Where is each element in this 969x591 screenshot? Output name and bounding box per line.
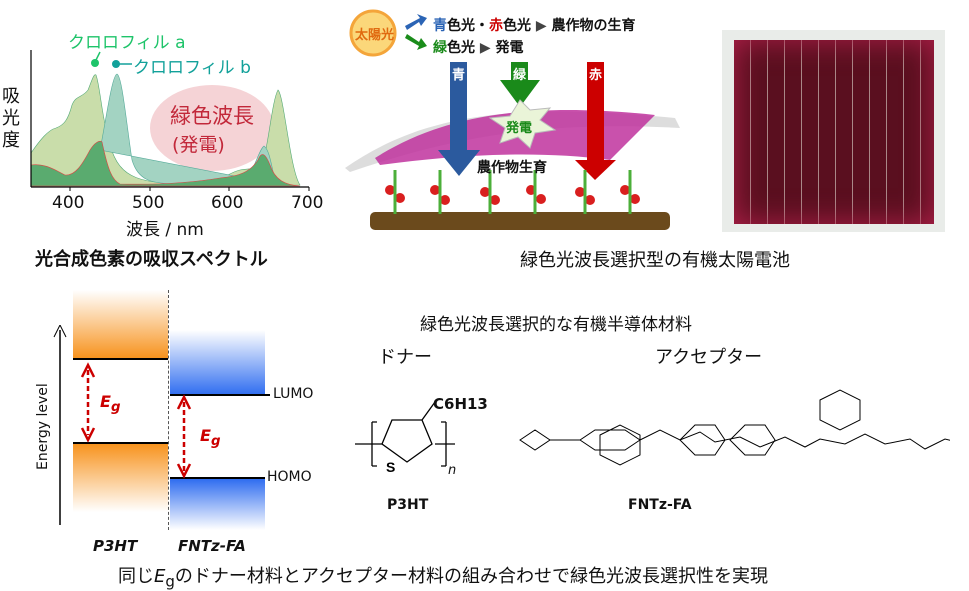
solar-cell-photo — [722, 30, 945, 232]
x-axis-label: 波長 / nm — [126, 220, 204, 240]
concept-title: 緑色光波長選択型の有機太陽電池 — [520, 250, 790, 271]
spectrum-plot — [30, 50, 310, 191]
acceptor-heading: アクセプター — [655, 347, 763, 368]
eg-arrow-fntz-icon — [176, 394, 192, 479]
p3ht-homo-band — [73, 442, 168, 512]
x-tick-700: 700 — [291, 193, 324, 213]
x-tick-500: 500 — [132, 193, 165, 213]
spectrum-title: 光合成色素の吸収スペクトル — [35, 249, 268, 270]
arrow-red-blue-icon — [405, 14, 427, 30]
svg-text:S: S — [386, 459, 395, 475]
x-tick-600: 600 — [211, 193, 244, 213]
donor-label: P3HT — [93, 537, 138, 555]
eg-label-fntz: Eg — [200, 426, 221, 450]
fntz-fa-structure — [519, 389, 950, 466]
energy-arrow-icon — [53, 325, 67, 338]
p3ht-substituent: C6H13 — [433, 395, 488, 413]
energy-axis-label: Energy level — [35, 383, 51, 470]
fntz-lumo-band — [170, 330, 265, 395]
burst-label: 発電 — [506, 121, 533, 136]
tomato-plants-icon — [385, 185, 640, 205]
chemical-structures: S — [355, 389, 950, 475]
green-wavelength-highlight — [150, 85, 274, 171]
blue-red-light-line: 青色光・赤色光 ▶ 農作物の生育 — [433, 18, 636, 34]
summary-caption: 同じEgのドナー材料とアクセプター材料の組み合わせで緑色光波長選択性を実現 — [118, 566, 769, 591]
homo-label: HOMO — [267, 469, 312, 485]
green-light-line: 緑色光 ▶ 発電 — [433, 40, 524, 56]
p3ht-lumo-band — [73, 290, 168, 360]
sun-icon — [349, 9, 397, 57]
sunlight-label: 太陽光 — [355, 28, 395, 43]
carotenoid-curve — [30, 140, 301, 187]
highlight-label: 緑色波長 — [170, 104, 254, 128]
burst-icon — [488, 99, 557, 149]
materials-title: 緑色光波長選択的な有機半導体材料 — [420, 315, 692, 335]
acceptor-label: FNTz-FA — [178, 537, 246, 555]
blue-arrow-label: 青 — [452, 68, 466, 83]
lumo-label: LUMO — [273, 386, 314, 402]
p3ht-name: P3HT — [387, 497, 429, 513]
eg-label-p3ht: Eg — [100, 392, 121, 416]
p3ht-repeat-n: n — [448, 463, 457, 478]
green-arrow-label: 緑 — [513, 68, 527, 83]
crop-growth-label: 農作物生育 — [477, 160, 547, 176]
red-arrow-label: 赤 — [589, 68, 603, 83]
eg-arrow-p3ht-icon — [80, 362, 96, 443]
p3ht-structure — [355, 401, 455, 467]
donor-heading: ドナー — [378, 347, 432, 368]
y-axis-label: 吸光度 — [2, 86, 20, 151]
legend-chlorophyll-a: クロロフィル a — [68, 33, 186, 53]
fntz-fa-name: FNTz-FA — [628, 497, 692, 513]
fntz-homo-band — [170, 477, 265, 530]
x-tick-400: 400 — [52, 193, 85, 213]
arrow-green-icon — [405, 34, 427, 50]
soil — [370, 212, 670, 230]
legend-chlorophyll-b: クロロフィル b — [133, 58, 251, 78]
highlight-sublabel: (発電) — [172, 134, 225, 156]
